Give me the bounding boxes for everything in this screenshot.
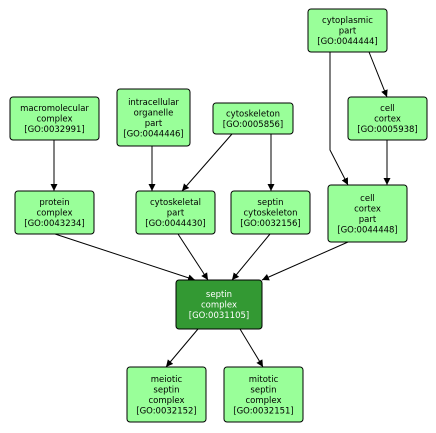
edge-arrow	[231, 233, 271, 281]
node-label-line: cytoskeleton	[243, 209, 297, 219]
edge-protein-complex-to-septin-complex	[54, 233, 196, 282]
node-label-line: septin	[257, 198, 283, 208]
node-box[interactable]	[9, 96, 100, 141]
node-label-line: septin	[206, 290, 232, 300]
node-label-line: [GO:0044444]	[317, 37, 377, 47]
node-label-line: part	[359, 215, 377, 225]
edge-arrow	[181, 133, 233, 192]
node-label-line: cortex	[354, 204, 381, 214]
node-label-line: [GO:0032991]	[24, 125, 84, 135]
edge-arrow	[177, 233, 209, 281]
edge-septin-complex-to-meiotic-septin-complex	[165, 328, 199, 368]
edge-arrow	[368, 51, 388, 98]
nodes-layer: cytoplasmicpart[GO:0044444]cellcortex[GO…	[9, 8, 428, 423]
node-label-line: [GO:0005938]	[357, 125, 417, 135]
node-label-line: part	[145, 119, 163, 129]
edge-arrow	[239, 328, 264, 368]
node-box[interactable]	[14, 190, 95, 235]
node-label-line: [GO:0005856]	[223, 120, 283, 130]
node-box[interactable]	[307, 8, 388, 53]
edges-layer	[50, 51, 391, 368]
node-label-line: septin	[250, 385, 276, 395]
node-label-line: [GO:0032156]	[240, 219, 300, 229]
node-label-line: septin	[153, 385, 179, 395]
node-label-line: part	[339, 27, 357, 37]
edge-cell-cortex-part-to-septin-complex	[261, 241, 349, 281]
node-label-line: organelle	[134, 108, 174, 118]
node-label-line: complex	[201, 301, 237, 311]
node-label-line: macromolecular	[20, 104, 89, 114]
node-label-line: [GO:0044446]	[123, 129, 183, 139]
node-label-line: part	[167, 209, 185, 219]
node-label-line: [GO:0043234]	[24, 219, 84, 229]
edge-septin-complex-to-mitotic-septin-complex	[239, 328, 264, 368]
node-label-line: [GO:0032151]	[233, 406, 293, 416]
node-label-line: [GO:0044448]	[337, 225, 397, 235]
node-label-line: cell	[380, 104, 395, 114]
node-label-line: complex	[148, 396, 184, 406]
node-box[interactable]	[116, 88, 191, 147]
node-box[interactable]	[212, 102, 294, 135]
node-label-line: complex	[36, 115, 72, 125]
edge-arrow	[329, 52, 349, 186]
node-box[interactable]	[347, 96, 428, 141]
node-label-line: cytoskeletal	[150, 198, 201, 208]
edge-septin-cytoskeleton-to-septin-complex	[231, 233, 271, 281]
node-label-line: [GO:0031105]	[189, 311, 249, 321]
node-label-line: cytoplasmic	[322, 16, 373, 26]
edge-cytoskeleton-to-cytoskeletal-part	[181, 133, 233, 192]
node-label-line: cortex	[374, 115, 401, 125]
node-label-line: protein	[39, 198, 69, 208]
node-box[interactable]	[327, 184, 408, 243]
node-label-line: cell	[360, 194, 375, 204]
node-box[interactable]	[223, 366, 304, 423]
node-label-line: cytoskeleton	[226, 109, 280, 119]
edge-arrow	[165, 328, 199, 368]
node-label-line: mitotic	[249, 375, 279, 385]
node-box[interactable]	[230, 190, 311, 235]
node-box[interactable]	[175, 279, 263, 330]
node-box[interactable]	[126, 366, 207, 423]
node-label-line: complex	[245, 396, 281, 406]
edge-cytoplasmic-part-to-cell-cortex-part	[329, 52, 349, 186]
edge-arrow	[54, 233, 196, 282]
node-label-line: [GO:0032152]	[136, 406, 196, 416]
edge-cytoskeletal-part-to-septin-complex	[177, 233, 209, 281]
node-cytoskeleton[interactable]: cytoskeleton[GO:0005856]	[212, 102, 294, 135]
node-label-line: [GO:0044430]	[145, 219, 205, 229]
node-label-line: meiotic	[151, 375, 183, 385]
node-label-line: intracellular	[128, 98, 179, 108]
edge-arrow	[261, 241, 349, 281]
edge-cytoplasmic-part-to-cell-cortex	[368, 51, 388, 98]
node-box[interactable]	[135, 190, 216, 235]
node-label-line: complex	[36, 209, 72, 219]
